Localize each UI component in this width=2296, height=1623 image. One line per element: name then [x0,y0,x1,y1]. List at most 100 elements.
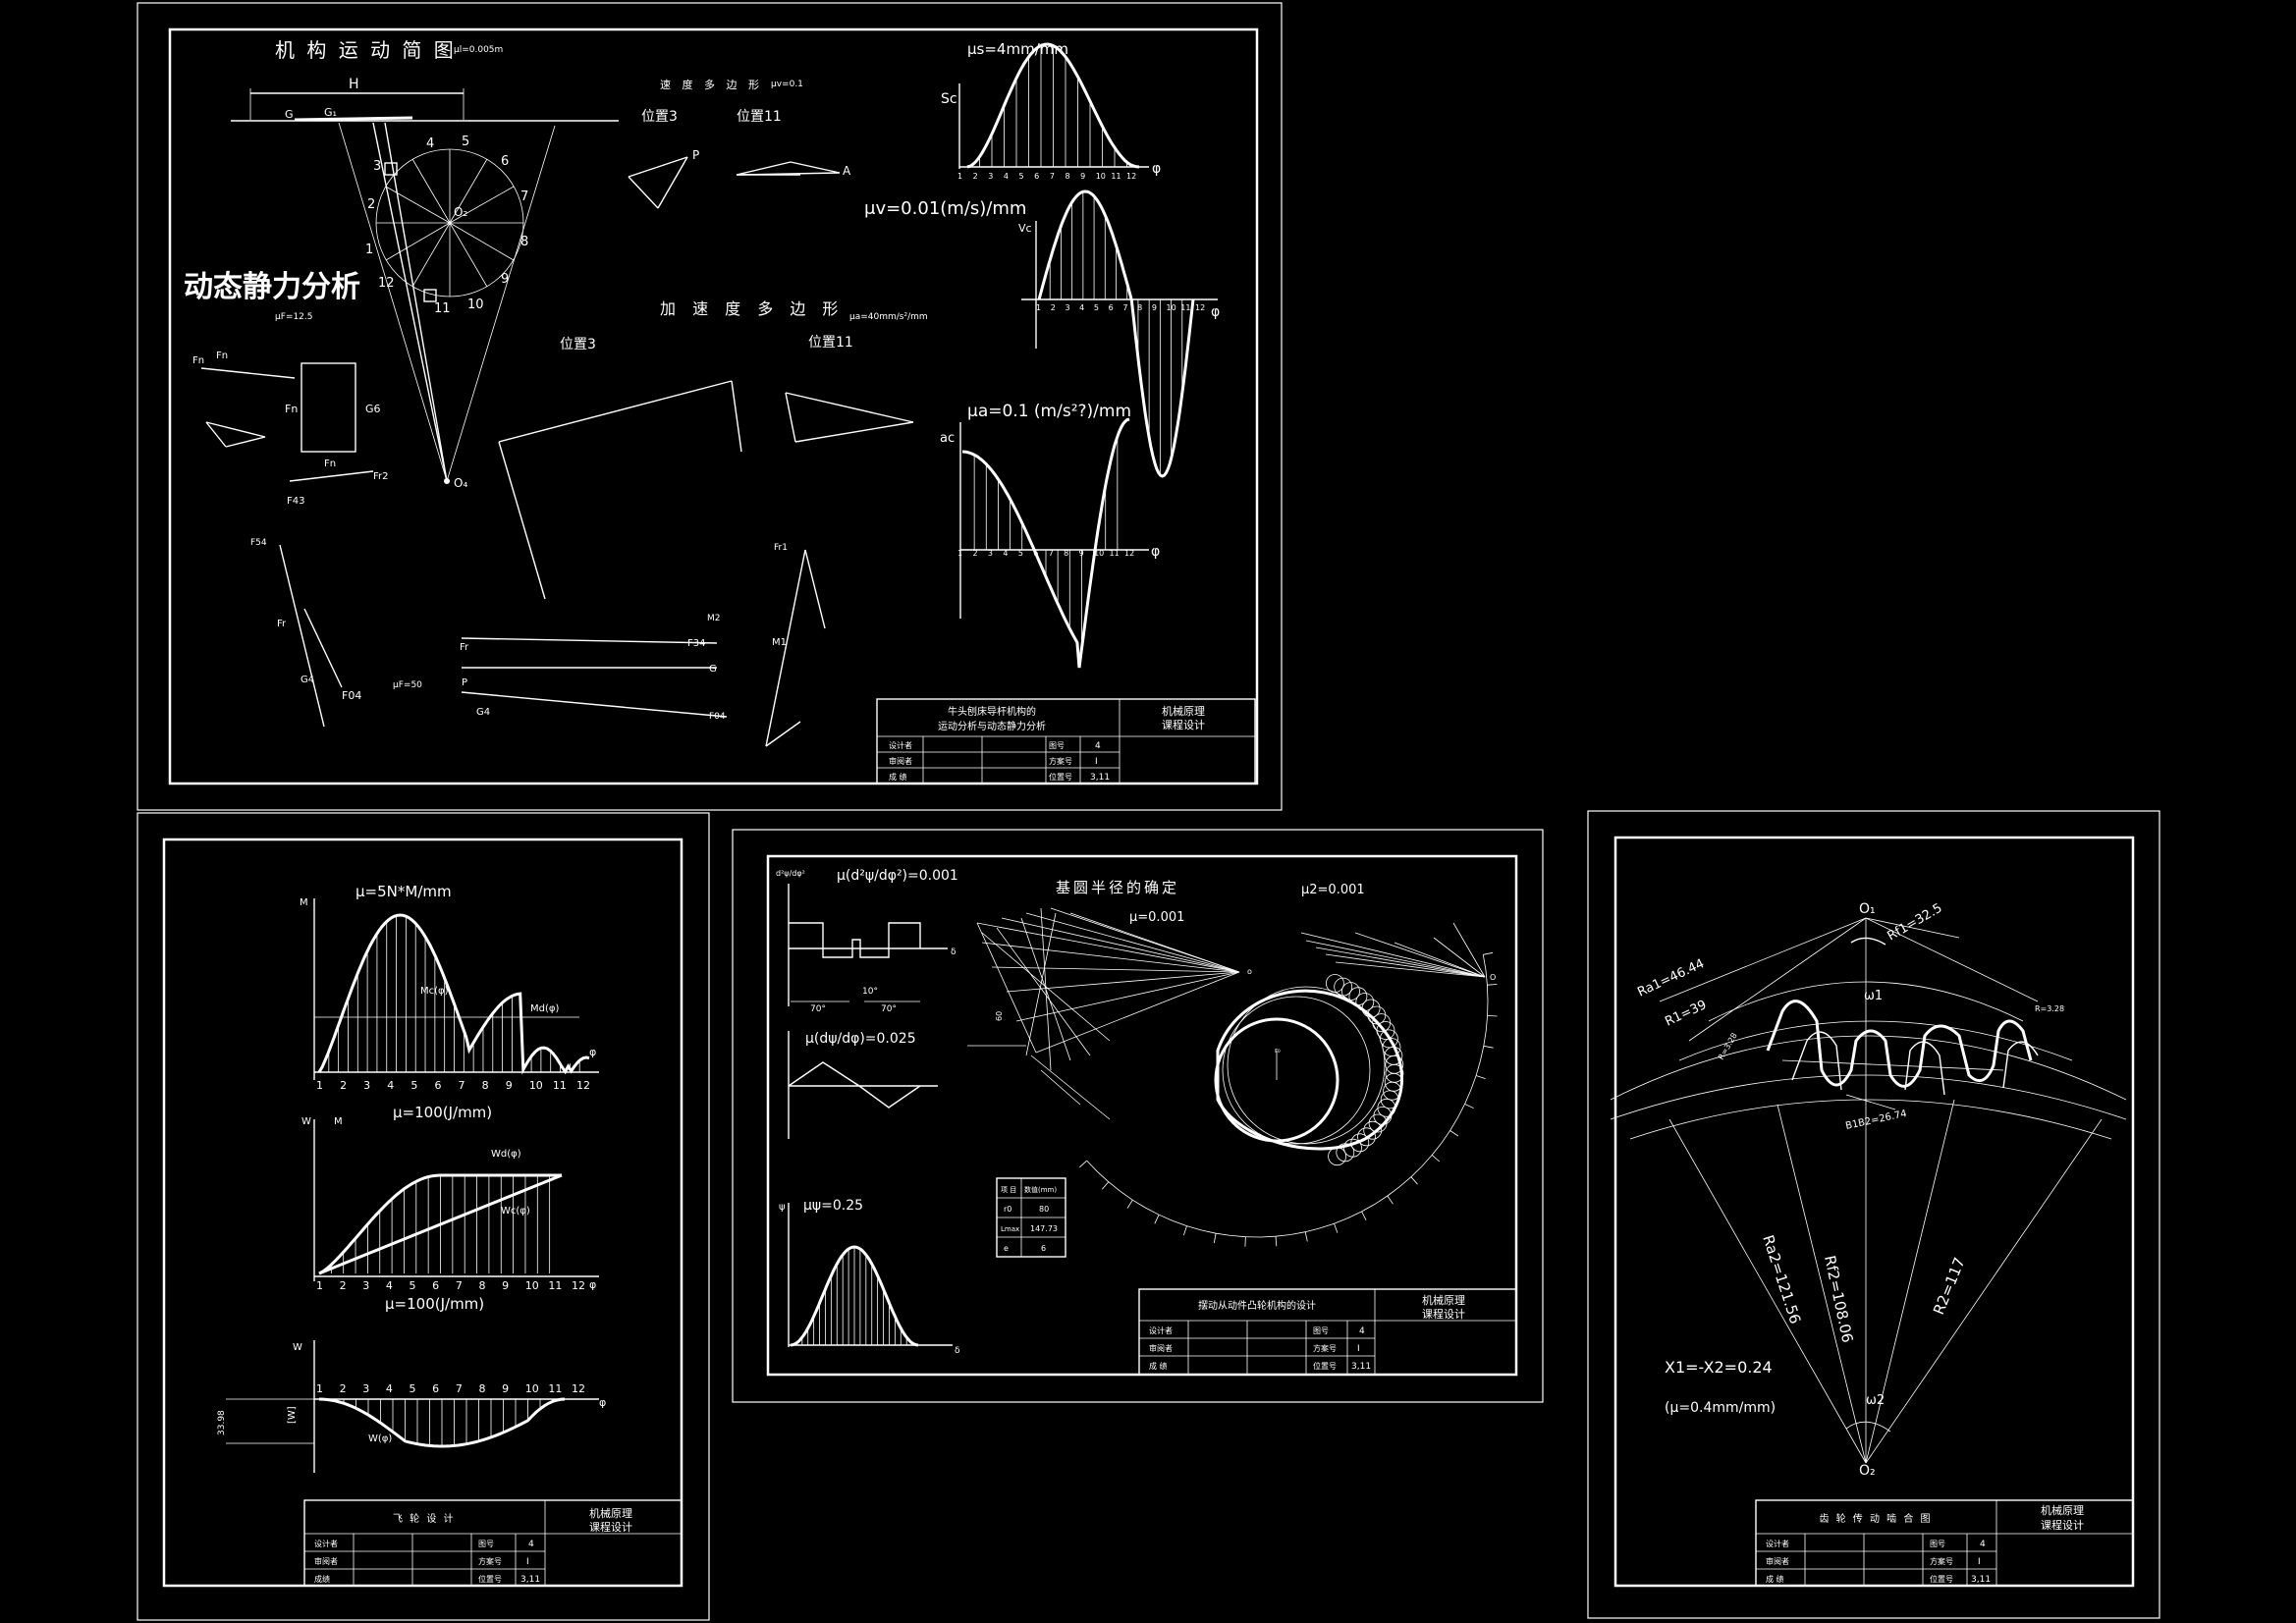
svg-text:O₁: O₁ [1859,901,1876,917]
energy-hatch [331,1399,553,1446]
tick-label: 1 [316,1382,323,1395]
roller-circle [1383,1081,1401,1101]
tick-label: 1 [957,549,962,558]
arc-tick [1487,984,1498,986]
svg-text:P: P [692,148,699,162]
tick-label: 12 [1124,549,1134,558]
accel-pos3: 位置3 [560,337,596,352]
tick-label: 3 [988,172,993,181]
tick-label: 2 [340,1279,347,1292]
svg-text:3,11: 3,11 [1090,773,1110,783]
svg-text:Fn: Fn [285,403,298,415]
tick-label: 12 [1195,303,1205,312]
tick-label: 6 [1033,549,1038,558]
cam-arc-ticks [1079,951,1498,1247]
sheet1-outer-border [137,2,1283,811]
roller-circle [1355,993,1375,1011]
arc-tick [1304,1231,1308,1242]
tick-label: 7 [1049,549,1054,558]
svg-text:W: W [293,1342,302,1353]
sheet-4: O₁ O₂ Ra1=46.44 R1=39 Rf1=32.5 [1587,810,2160,1619]
sheet4-outer-border [1587,810,2160,1619]
svg-text:Ra2=121.56: Ra2=121.56 [1759,1233,1804,1326]
tick-label: 6 [434,1079,441,1092]
svg-text:10°: 10° [862,987,878,997]
svg-text:G₁: G₁ [324,106,337,119]
ac-axis-label: ac [940,431,955,446]
svg-text:r0: r0 [1004,1205,1011,1214]
force-analysis-title: 动态静力分析 [184,270,360,304]
arc-tick [1431,1155,1441,1163]
speed-scale: μv=0.1 [771,80,803,89]
svg-text:项 目: 项 目 [1001,1186,1016,1194]
tick-label: 12 [572,1279,585,1292]
tick-label: 1 [316,1079,323,1092]
tick-label: 2 [340,1382,347,1395]
svg-text:G4: G4 [301,675,314,685]
svg-text:Fr1: Fr1 [774,543,788,553]
mu-v-label: μv=0.01(m/s)/mm [864,198,1026,219]
tick-label: 4 [387,1079,394,1092]
tick-label: 3 [362,1279,369,1292]
svg-text:成 绩: 成 绩 [1766,1574,1784,1584]
svg-text:Mc(φ): Mc(φ) [420,986,449,997]
label-H: H [349,77,359,92]
tick-label: 5 [1018,549,1023,558]
svg-text:图号: 图号 [478,1540,494,1548]
sheet-3: d²ψ/dφ² μ(d²ψ/dφ²)=0.001 δ 70° 10° 70° μ… [732,829,1544,1403]
svg-text:Fr2: Fr2 [373,471,389,482]
tick-label: 10 [1094,549,1104,558]
svg-text:F43: F43 [287,496,304,507]
tick-label: 5 [410,1279,416,1292]
svg-text:审阅者: 审阅者 [314,1556,338,1566]
svg-text:I: I [1095,757,1098,767]
tick-label: 8 [478,1382,485,1395]
ac-hatch [973,436,1119,650]
svg-text:方案号: 方案号 [1930,1556,1953,1566]
tick-label: 9 [1080,172,1085,181]
sheet-1: 机 构 运 动 简 图 μl=0.005m H G G₁ [137,2,1283,811]
svg-text:M1: M1 [772,637,787,648]
arc-tick [1483,1045,1494,1049]
tick-label: 1 [316,1279,323,1292]
arc-tick [1449,1130,1459,1137]
cam-profile: r₀ O [1079,922,1498,1247]
tick-label: 10 [1096,172,1106,181]
sheet1-frame [168,27,1259,785]
tick-label: 2 [1051,303,1056,312]
svg-text:φ: φ [589,1278,596,1291]
tick-label: 9 [502,1382,509,1395]
svg-text:φ: φ [1152,161,1161,177]
svg-text:机械原理: 机械原理 [2041,1503,2084,1517]
svg-text:Fn: Fn [324,459,336,469]
roller-circle [1377,1098,1396,1117]
svg-text:R=3.28: R=3.28 [1717,1031,1739,1061]
svg-text:Fr: Fr [460,642,469,653]
svg-text:1: 1 [365,243,373,257]
tick-label: 10 [1167,303,1176,312]
force-polygons [200,362,914,747]
svg-text:11: 11 [434,301,451,316]
svg-text:Ra1=46.44: Ra1=46.44 [1635,956,1707,1000]
svg-text:Fn: Fn [216,351,228,361]
psi-hatch [795,1247,913,1345]
base-radius-title: 基圆半径的确定 [1056,879,1179,896]
tick-label: 9 [502,1279,509,1292]
svg-text:G6: G6 [365,403,381,415]
svg-text:方案号: 方案号 [1313,1343,1337,1353]
svg-text:I: I [1978,1557,1981,1567]
svg-text:7: 7 [520,189,528,204]
roller-circle [1380,1090,1399,1109]
svg-text:G4: G4 [476,707,490,718]
gear-teeth-mate [1791,1031,2039,1096]
mu-d2-label: μ(d²ψ/dφ²)=0.001 [837,868,958,884]
accel-polygon-title: 加 速 度 多 边 形 [660,299,844,318]
tick-label: 10 [529,1079,543,1092]
svg-text:5: 5 [462,135,469,149]
svg-text:φ: φ [599,1396,606,1409]
cam-rollers [1326,974,1404,1166]
arc-tick [1126,1199,1133,1209]
